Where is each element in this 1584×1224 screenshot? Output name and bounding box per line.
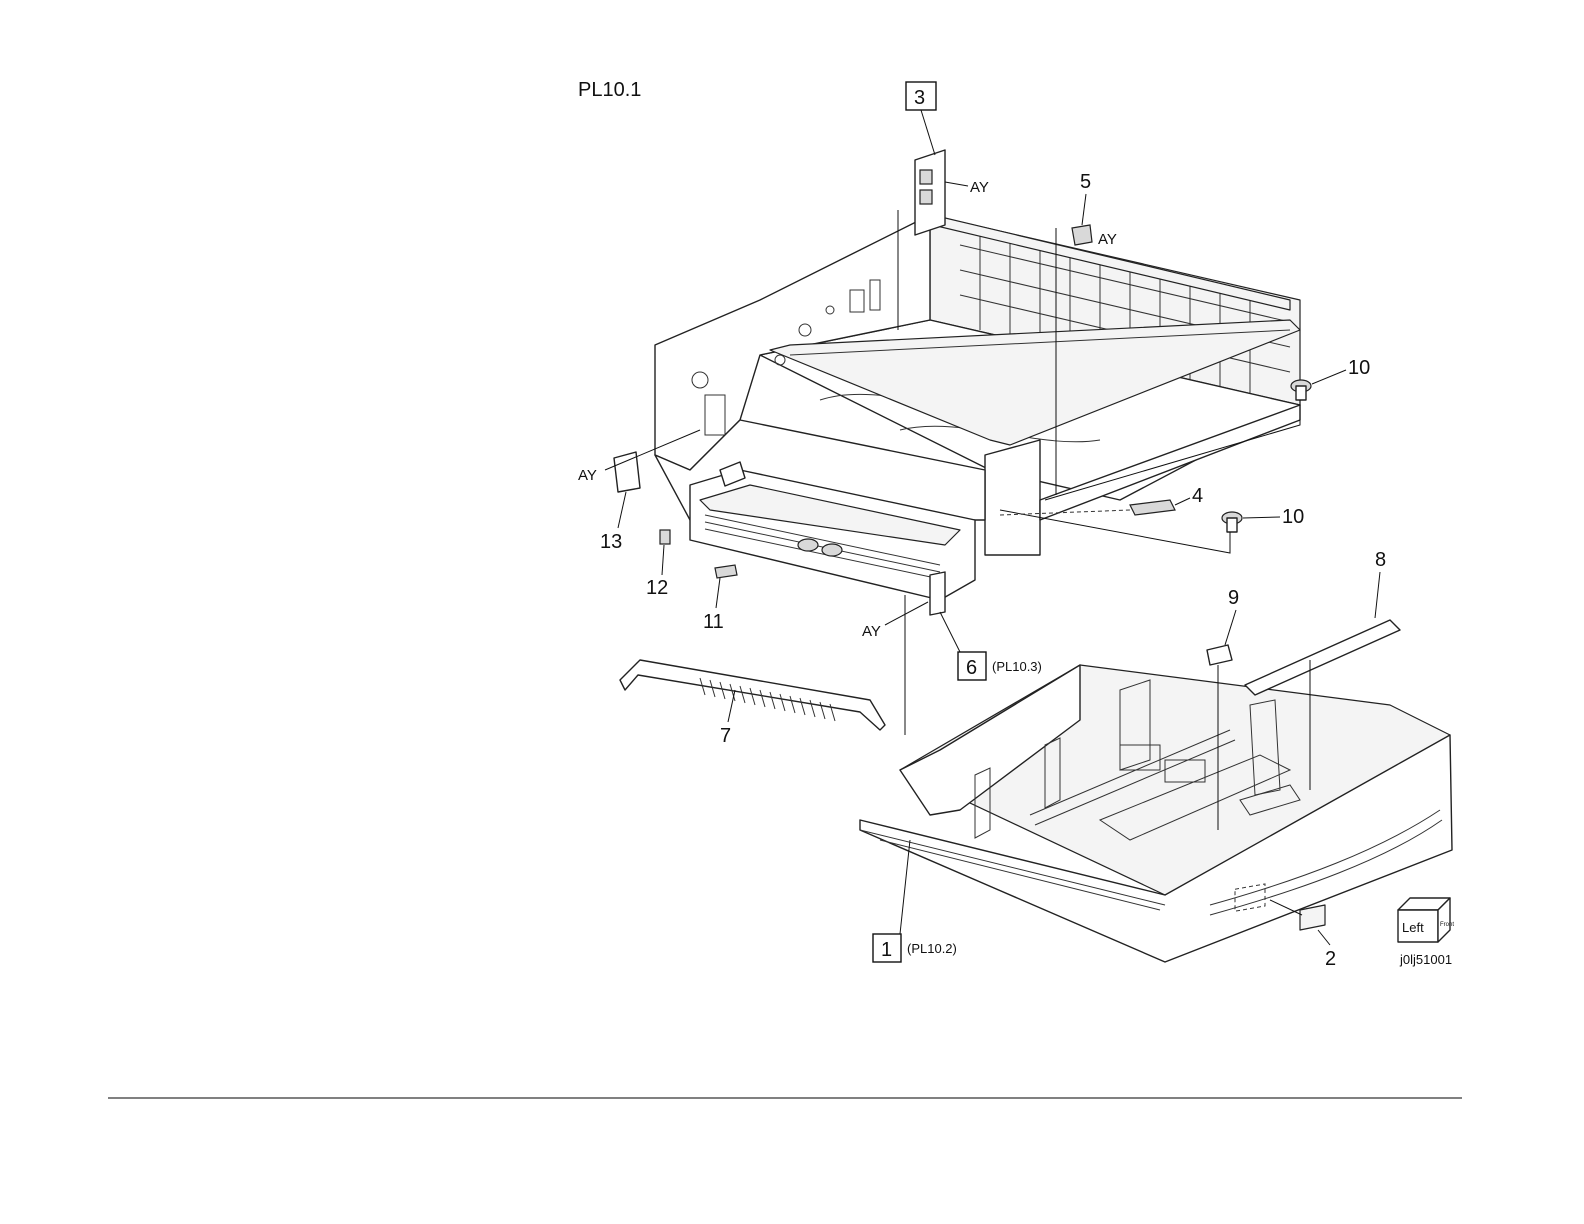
callout-2: 2 [1325,948,1336,970]
part-3-bracket [915,150,945,235]
part-4-actuator [1130,500,1175,515]
part-11-spring [715,565,737,578]
callout-6-ref: (PL10.3) [992,659,1042,674]
callout-9: 9 [1228,587,1239,609]
callout-ay-6: AY [862,623,881,640]
callout-7: 7 [720,725,731,747]
callout-8: 8 [1375,549,1386,571]
part-8-label-sheet [1245,620,1400,695]
orientation-cube-icon: Left Front [1398,898,1454,942]
part-10-screw-lower [1222,512,1242,532]
callout-13: 13 [600,531,622,553]
callout-ay-13: AY [578,467,597,484]
part-12-clip [660,530,670,544]
part-13-bracket [614,452,640,492]
callout-6: 6 [966,657,977,679]
callout-10-lower: 10 [1282,506,1304,528]
callout-11: 11 [703,611,724,633]
cube-left-label: Left [1402,920,1424,935]
callout-5: 5 [1080,171,1091,193]
frame-right-post [985,440,1040,555]
callout-4: 4 [1192,485,1203,507]
part-1-paper-tray [860,665,1452,962]
callout-1: 1 [881,939,892,961]
callout-12: 12 [646,577,668,599]
callout-10-upper: 10 [1348,357,1370,379]
figure-id: j0lj51001 [1399,952,1452,967]
part-5-sensor [1072,225,1092,245]
callout-1-ref: (PL10.2) [907,941,957,956]
callout-ay-5: AY [1098,231,1117,248]
plate-title: PL10.1 [578,79,641,101]
part-7-cover [620,660,885,730]
callout-ay-3: AY [970,179,989,196]
cube-front-label: Front [1440,922,1454,928]
part-9-stopper [1207,645,1232,665]
callout-3: 3 [914,87,925,109]
